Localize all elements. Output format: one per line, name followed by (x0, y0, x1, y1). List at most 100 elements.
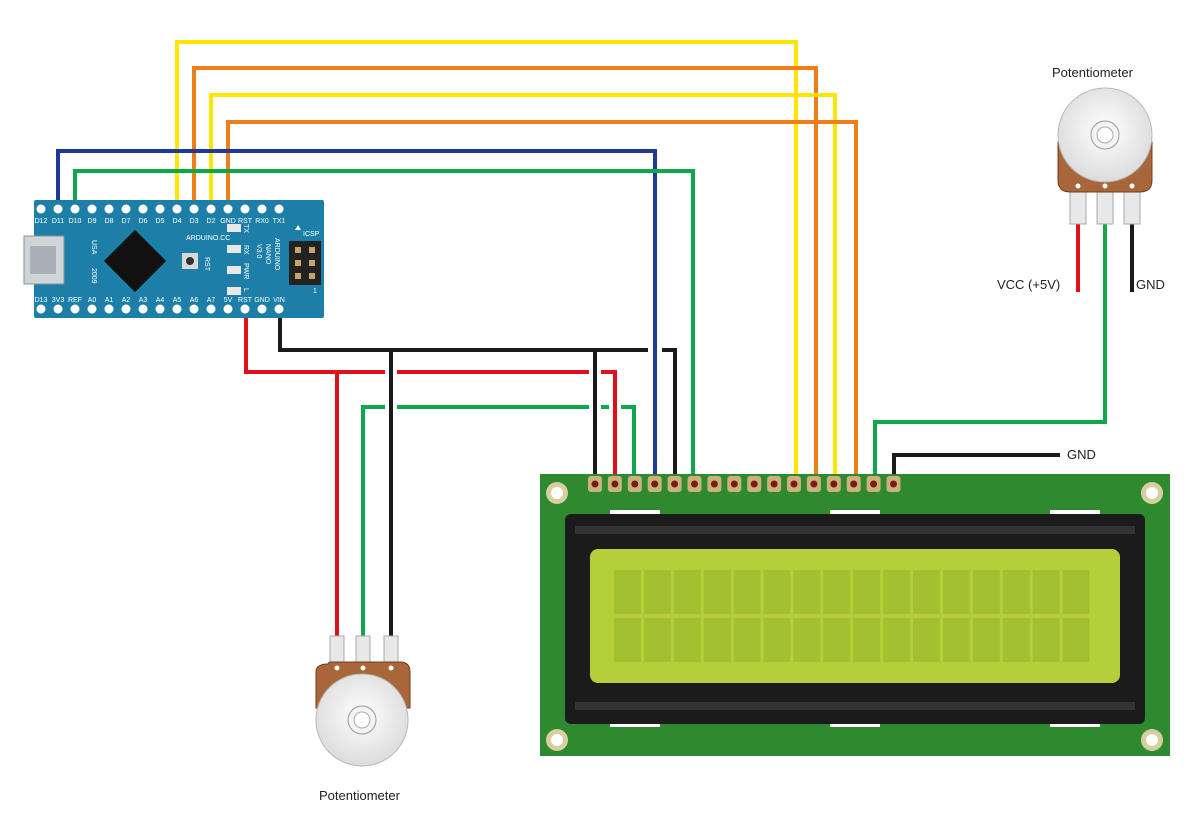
nano-top-pin-label: D8 (105, 218, 114, 225)
lcd-character-cell (1032, 618, 1060, 662)
lcd-character-cell (972, 570, 1000, 614)
wires (56, 40, 1134, 640)
nano-bottom-pin-label: GND (254, 297, 270, 304)
nano-bottom-pin (70, 304, 80, 314)
nano-bottom-pin (172, 304, 182, 314)
lcd-header-pins (588, 476, 901, 492)
nano-top-pin (155, 204, 165, 214)
lcd-character-cell (763, 570, 791, 614)
gnd-pot-label: GND (1136, 277, 1165, 292)
vcc-label: VCC (+5V) (997, 277, 1060, 292)
gnd-lcd-label: GND (1067, 447, 1096, 462)
nano-top-pin (223, 204, 233, 214)
lcd-character-cell (1002, 618, 1030, 662)
nano-bottom-pin-label: A1 (105, 297, 114, 304)
nano-bottom-pin (189, 304, 199, 314)
nano-bottom-pin-label: A6 (190, 297, 199, 304)
lcd-character-cell (823, 570, 851, 614)
wire-wiper-green (361, 405, 636, 640)
icsp-header (289, 241, 321, 285)
nano-bottom-pin-label: RST (238, 297, 253, 304)
nano-bottom-pin (155, 304, 165, 314)
nano-bottom-pin-label: REF (68, 297, 82, 304)
nano-top-pin-label: D12 (35, 218, 48, 225)
lcd-character-cell (883, 618, 911, 662)
lcd-screen (590, 549, 1120, 683)
led-l-label: L (242, 288, 249, 292)
led-tx-label: TX (242, 224, 249, 233)
lcd-character-cell (942, 570, 970, 614)
nano-bottom-pin-label: D13 (35, 297, 48, 304)
nano-top-pin (274, 204, 284, 214)
potentiometer-backlight (1057, 87, 1153, 225)
nano-top-pin-label: D11 (52, 218, 64, 225)
led-rx-label: RX (242, 245, 249, 255)
led-pwr-label: PWR (242, 263, 249, 279)
wire-d4-orange (192, 66, 818, 484)
nano-bottom-pin-label: 3V3 (52, 297, 65, 304)
nano-top-pin-label: D2 (207, 218, 216, 225)
nano-bottom-pin (104, 304, 114, 314)
nano-bottom-pin (240, 304, 250, 314)
lcd-character-cell (793, 618, 821, 662)
nano-bottom-pin (138, 304, 148, 314)
lcd-character-cell (793, 570, 821, 614)
wire-d5-yellow (175, 40, 798, 484)
lcd-character-cell (703, 618, 731, 662)
wire-gnd-black (278, 312, 677, 484)
nano-top-pin-label: D10 (69, 218, 82, 225)
nano-top-pin-label: RX0 (255, 218, 269, 225)
lcd-character-cell (643, 570, 671, 614)
lcd-character-cell (763, 618, 791, 662)
nano-bottom-pin (53, 304, 63, 314)
lcd-character-cell (733, 618, 761, 662)
lcd-character-cell (853, 618, 881, 662)
nano-bottom-pin (87, 304, 97, 314)
lcd-character-cell (913, 618, 940, 662)
nano-bottom-pin-label: A7 (207, 297, 216, 304)
lcd-character-cell (883, 570, 911, 614)
nano-top-pin-label: D9 (88, 218, 97, 225)
nano-bottom-pin (121, 304, 131, 314)
nano-top-pin-label: D3 (190, 218, 199, 225)
lcd-character-cell (1062, 570, 1090, 614)
lcd-character-cell (733, 570, 761, 614)
nano-top-pin (138, 204, 148, 214)
nano-top-pin (206, 204, 216, 214)
lcd-character-cell (913, 570, 940, 614)
lcd-character-cell (972, 618, 1000, 662)
pot-bottom-title: Potentiometer (319, 788, 401, 803)
lcd-character-grid (614, 570, 1090, 662)
mounting-holes (546, 482, 1163, 751)
nano-top-pin (172, 204, 182, 214)
nano-bottom-pin-label: 5V (224, 297, 233, 304)
wire-crossings (385, 340, 662, 417)
nano-top-pin-label: D4 (173, 218, 182, 225)
nano-bottom-pin-label: A5 (173, 297, 182, 304)
pot-top-title: Potentiometer (1052, 65, 1134, 80)
rst-button-label: RST (203, 257, 210, 272)
nano-bottom-pin (206, 304, 216, 314)
wire-d11-green (73, 169, 695, 484)
wire-d2-orange (226, 120, 858, 484)
icsp-label: ICSP (303, 231, 320, 238)
lcd-character-cell (1002, 570, 1030, 614)
nano-top-pin (70, 204, 80, 214)
lcd-character-cell (614, 570, 641, 614)
board-name-line1: ARDUINO (273, 238, 280, 271)
nano-top-pin (36, 204, 46, 214)
icsp-pin1-label: 1 (313, 288, 317, 295)
nano-top-pin-row (36, 204, 284, 214)
lcd-character-cell (823, 618, 851, 662)
nano-top-pin (240, 204, 250, 214)
nano-bottom-pin (36, 304, 46, 314)
site-label: ARDUINO.CC (186, 235, 230, 242)
nano-top-pin (87, 204, 97, 214)
lcd-character-cell (673, 570, 701, 614)
board-name-line3: V3.0 (255, 244, 262, 259)
lcd-character-cell (643, 618, 671, 662)
wire-d12-blue (56, 149, 657, 484)
nano-top-pin-label: RST (238, 218, 253, 225)
